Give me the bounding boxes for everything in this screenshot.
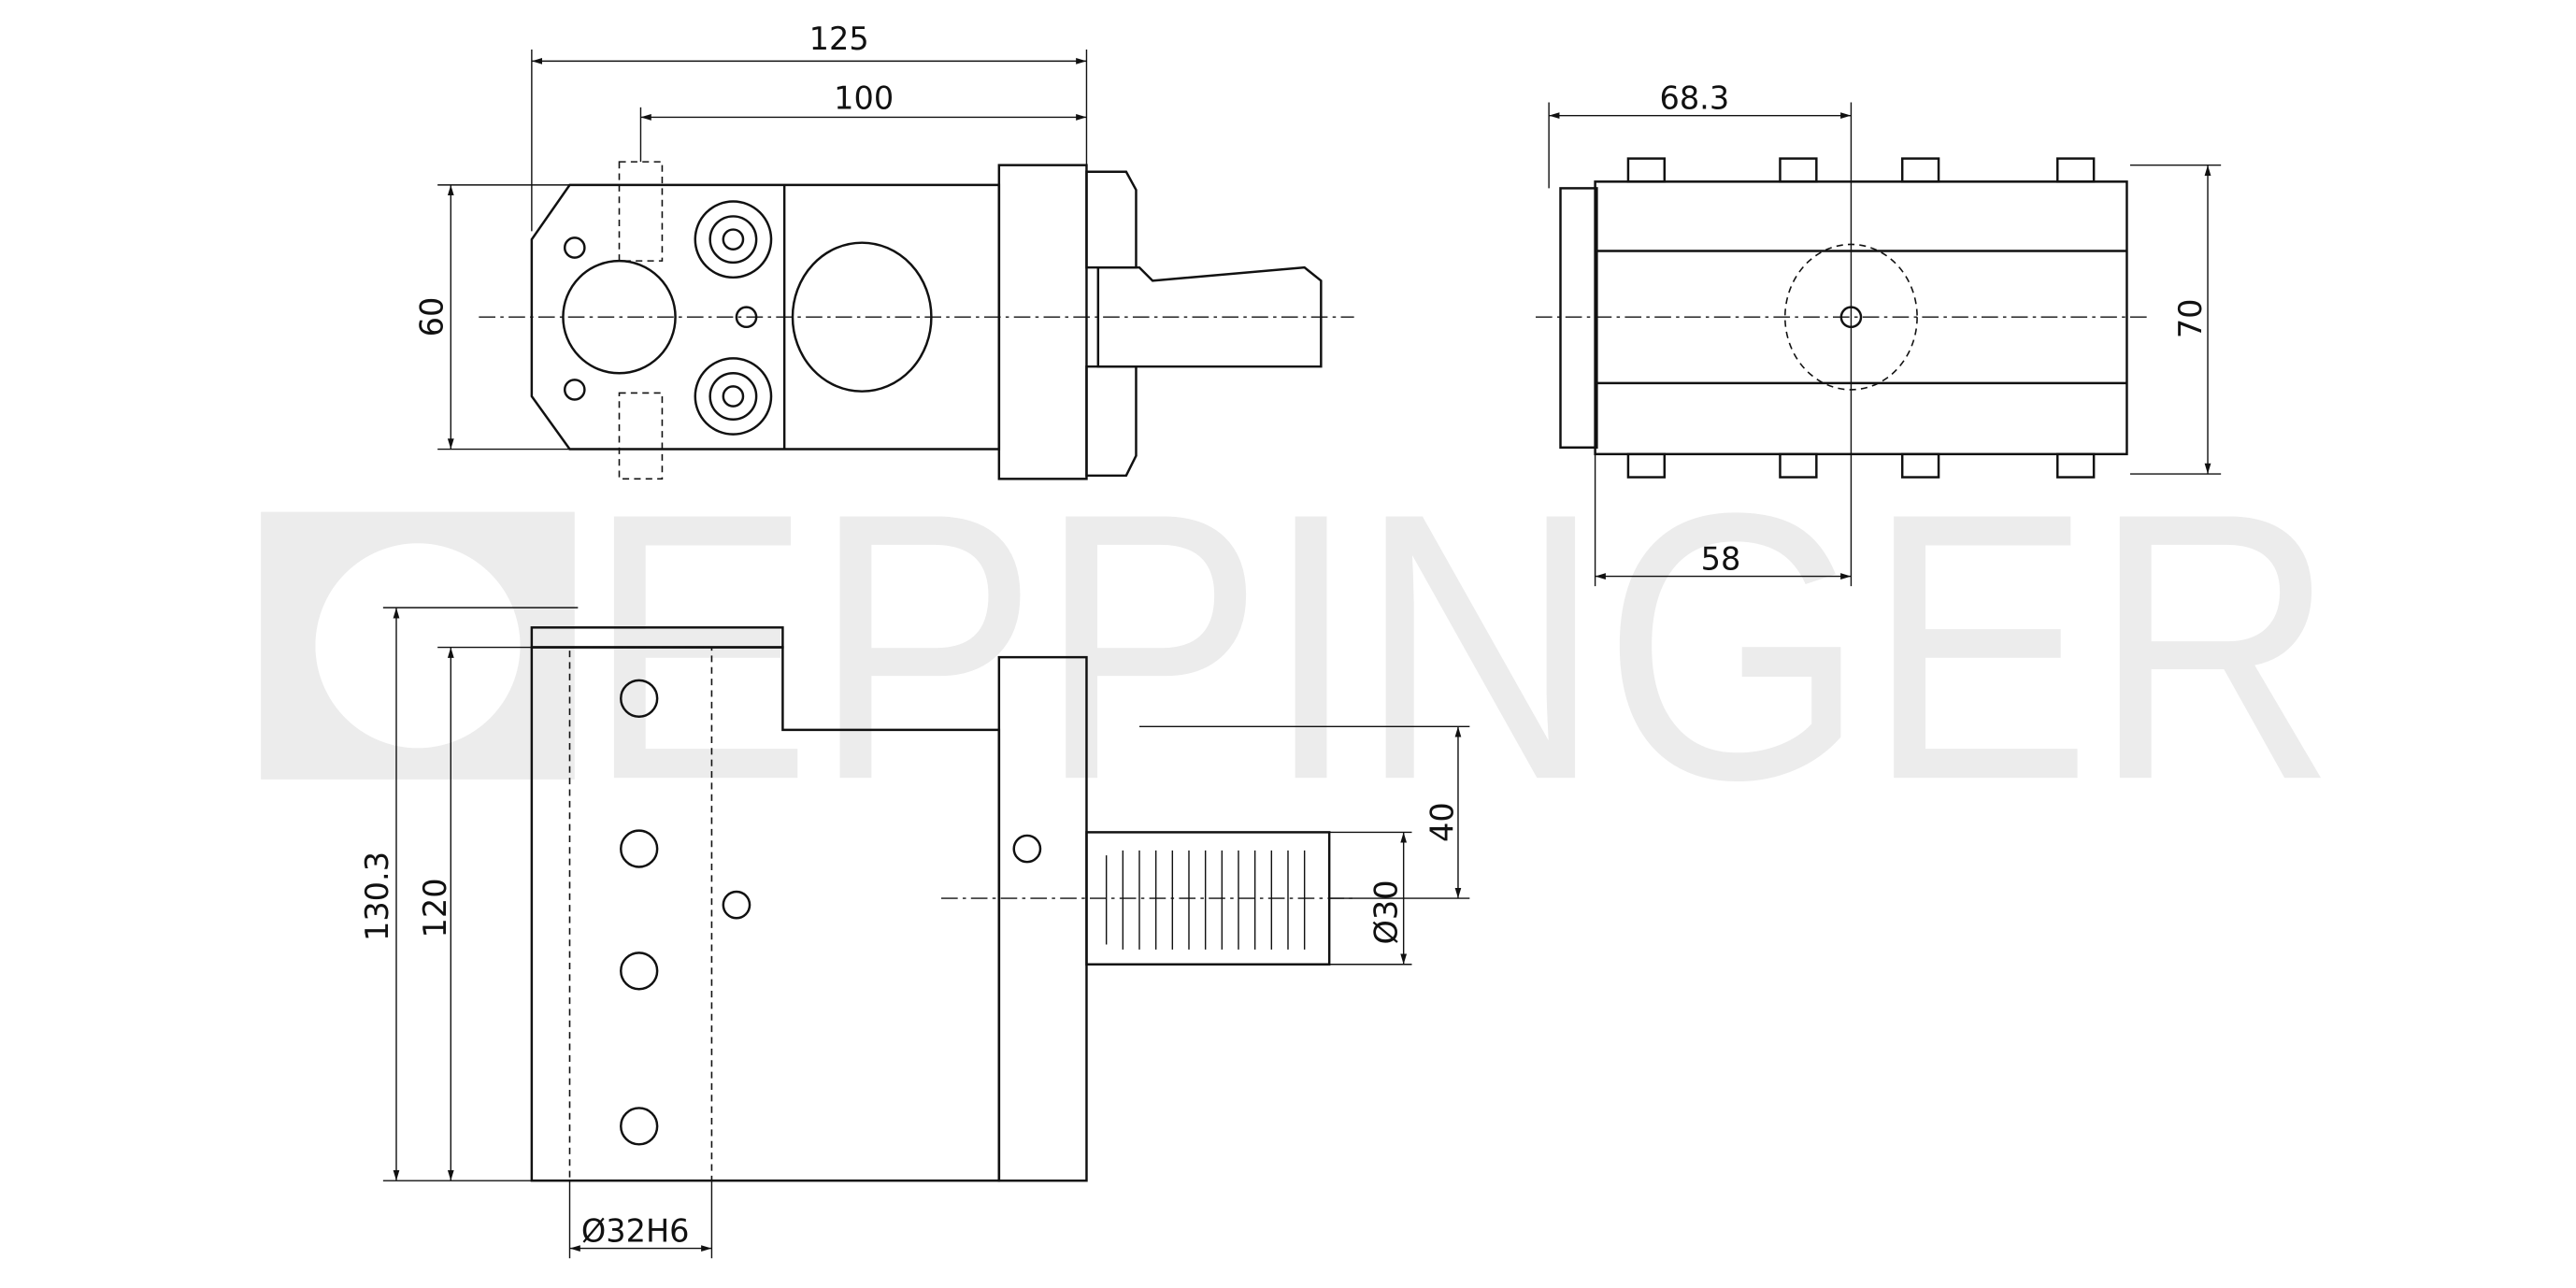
dim-bore-32h6: Ø32H6 — [581, 1213, 690, 1250]
dim-diameter-30: Ø30 — [1368, 880, 1405, 944]
side-view — [1536, 157, 2147, 479]
dim-125: 125 — [809, 21, 869, 57]
top-view — [479, 161, 1354, 480]
dim-60: 60 — [413, 297, 450, 337]
dim-130-3: 130.3 — [359, 852, 395, 941]
svg-text:EPPINGER: EPPINGER — [586, 435, 2337, 859]
thread — [1105, 850, 1306, 950]
eppinger-watermark: EPPINGER — [261, 435, 2337, 859]
dim-100: 100 — [834, 80, 894, 117]
dim-68-3: 68.3 — [1659, 80, 1729, 117]
dim-58: 58 — [1701, 541, 1741, 578]
dim-120: 120 — [417, 878, 453, 937]
dim-40: 40 — [1424, 802, 1461, 842]
dim-70: 70 — [2172, 298, 2209, 338]
dimensions: 125 100 60 68.3 70 58 130.3 120 40 Ø30 Ø… — [359, 21, 2222, 1259]
